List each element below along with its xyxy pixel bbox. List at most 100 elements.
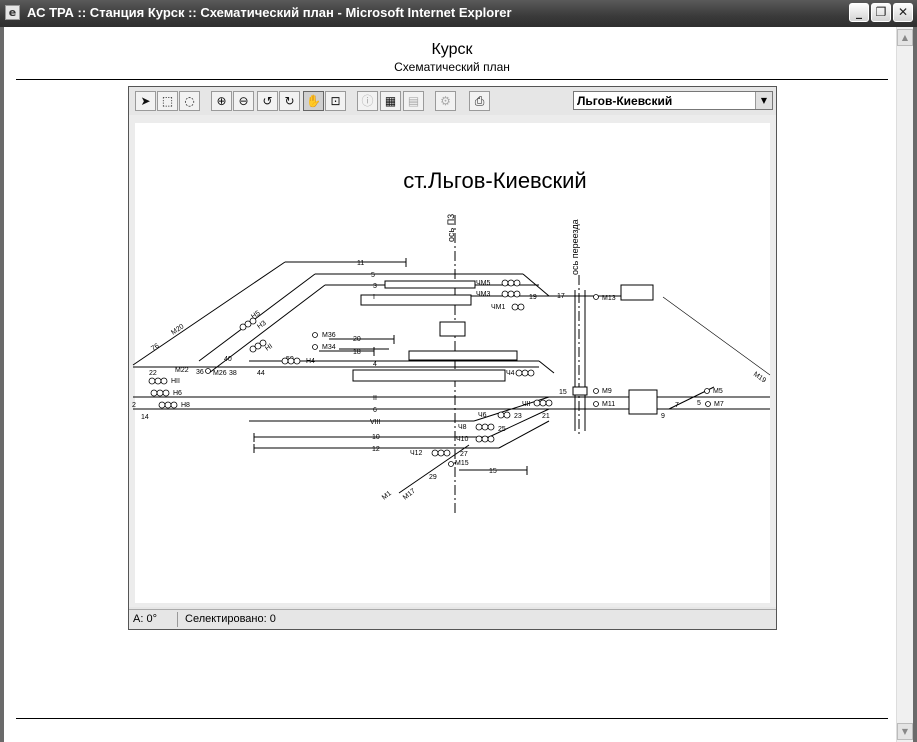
label-switch-29: 29 [429,474,437,481]
label-signal-m7: М7 [714,401,724,408]
label-switch-5: 5 [697,400,701,407]
select-lasso-icon[interactable]: ◌ [179,91,200,111]
label-switch-36: 36 [196,369,204,376]
pan-hand-icon[interactable]: ✋ [303,91,324,111]
label-switch-15: 15 [559,389,567,396]
label-signal-m5: М5 [713,388,723,395]
label-switch-19: 19 [529,294,537,301]
label-signal-chii: ЧII [522,401,531,408]
diagonal-10 [488,408,550,438]
info-icon[interactable]: ⓘ [357,91,378,111]
scroll-up-button[interactable]: ▲ [897,29,913,46]
label-track-10: 10 [372,434,380,441]
zoom-out-icon[interactable]: ⊖ [233,91,254,111]
label-signal-n6: Н6 [173,390,182,397]
label-switch-25: 25 [498,426,506,433]
platform-1 [384,280,476,289]
viewer-statusbar: А: 0° Селектировано: 0 [129,609,776,629]
label-signal-ch6: Ч6 [478,412,487,419]
station-title: ст.Льгов-Киевский [403,168,586,193]
label-signal-m15: М15 [455,460,469,467]
building-post [439,321,466,337]
signal-lamps [148,279,711,467]
page-header: Курск Схематический план [16,40,888,74]
label-track-2: 2 [132,402,136,409]
rotate-left-icon[interactable]: ↺ [257,91,278,111]
diagonal-east-4 [538,360,555,374]
label-track-5: 5 [371,272,375,279]
page-subtitle: Схематический план [394,60,510,74]
scheme-paper [135,123,770,603]
label-track-viii: VIII [370,419,381,426]
label-signal-m34: М34 [322,344,336,351]
diagonal-m19 [662,296,771,376]
label-signal-chm5: ЧМ5 [476,280,490,287]
label-track-18: 18 [353,349,361,356]
label-signal-ni: НI [264,343,274,353]
label-track-11: 11 [357,260,364,267]
platform-2 [360,294,472,306]
zoom-in-icon[interactable]: ⊕ [211,91,232,111]
label-switch-40: 40 [224,356,232,363]
restore-button[interactable]: ❐ [871,3,891,22]
diagonal-m17 [398,444,470,494]
chevron-down-icon[interactable]: ▼ [755,92,772,109]
label-switch-27: 27 [460,451,468,458]
label-switch-44: 44 [257,370,265,377]
label-switch-21: 21 [542,413,550,420]
select-box-icon[interactable]: ⬚ [157,91,178,111]
label-signal-m9: М9 [602,388,612,395]
label-track-1: I [373,294,375,301]
minimize-button[interactable]: _ [849,3,869,22]
viewer-toolbar: ➤ ⬚ ◌ ⊕ ⊖ ↺ ↻ ✋ ⊡ ⓘ ▦ ▤ ⚙ ⎙ Льгов-Киевск… [129,87,776,115]
platform-3 [408,350,518,361]
label-signal-m1: М1 [381,490,393,502]
label-signal-m22: М22 [175,367,189,374]
label-track-14: 14 [141,414,149,421]
label-switch-38: 38 [229,370,237,377]
station-select-value: Льгов-Киевский [577,94,673,108]
label-signal-ch12: Ч12 [410,450,423,457]
label-signal-chm3: ЧМ3 [476,291,490,298]
status-angle: А: 0° [133,613,157,625]
report-icon[interactable]: ▤ [403,91,424,111]
select-arrow-icon[interactable]: ➤ [135,91,156,111]
tool-icon[interactable]: ⚙ [435,91,456,111]
window-frame-right [913,27,917,742]
station-select[interactable]: Льгов-Киевский ▼ [573,91,773,110]
divider-top [16,79,888,80]
divider-bottom [16,718,888,719]
building-m13 [620,284,654,301]
platform-4 [352,369,506,382]
label-switch-17: 17 [557,293,565,300]
table-icon[interactable]: ▦ [380,91,401,111]
building-m9 [628,389,658,415]
label-signal-ch10: Ч10 [456,436,469,443]
scheme-canvas[interactable]: ст.Льгов-Киевский ось П3 ось переезда [129,115,776,607]
scheme-labels: 11 5 3 I 20 18 4 II 6 VIII 10 12 15 2 14… [132,260,767,502]
rotate-right-icon[interactable]: ↻ [279,91,300,111]
print-icon[interactable]: ⎙ [469,91,490,111]
label-switch-23: 23 [514,413,522,420]
label-signal-n3: Н3 [256,320,267,331]
label-switch-9: 9 [661,413,665,420]
diagonal-5 [198,273,316,362]
label-track-3: 3 [373,283,377,290]
label-track-15: 15 [489,468,497,475]
label-switch-7: 7 [675,402,679,409]
label-signal-n5: Н5 [250,310,261,321]
label-signal-ch8: Ч8 [458,424,467,431]
label-signal-m11: М11 [602,401,615,408]
vertical-scrollbar[interactable]: ▲ ▼ [896,27,913,742]
label-track-4: 4 [373,361,377,368]
close-button[interactable]: ✕ [893,3,913,22]
crossing-box [572,386,588,396]
scroll-down-button[interactable]: ▼ [897,723,913,740]
axis-post-label: ось П3 [446,214,456,242]
label-signal-chm1: ЧМ1 [491,304,505,311]
diagonal-12 [498,420,550,449]
zoom-fit-icon[interactable]: ⊡ [325,91,346,111]
label-signal-nii: НII [171,378,180,385]
diagonal-3 [208,284,326,374]
label-track-ii: II [373,395,377,402]
